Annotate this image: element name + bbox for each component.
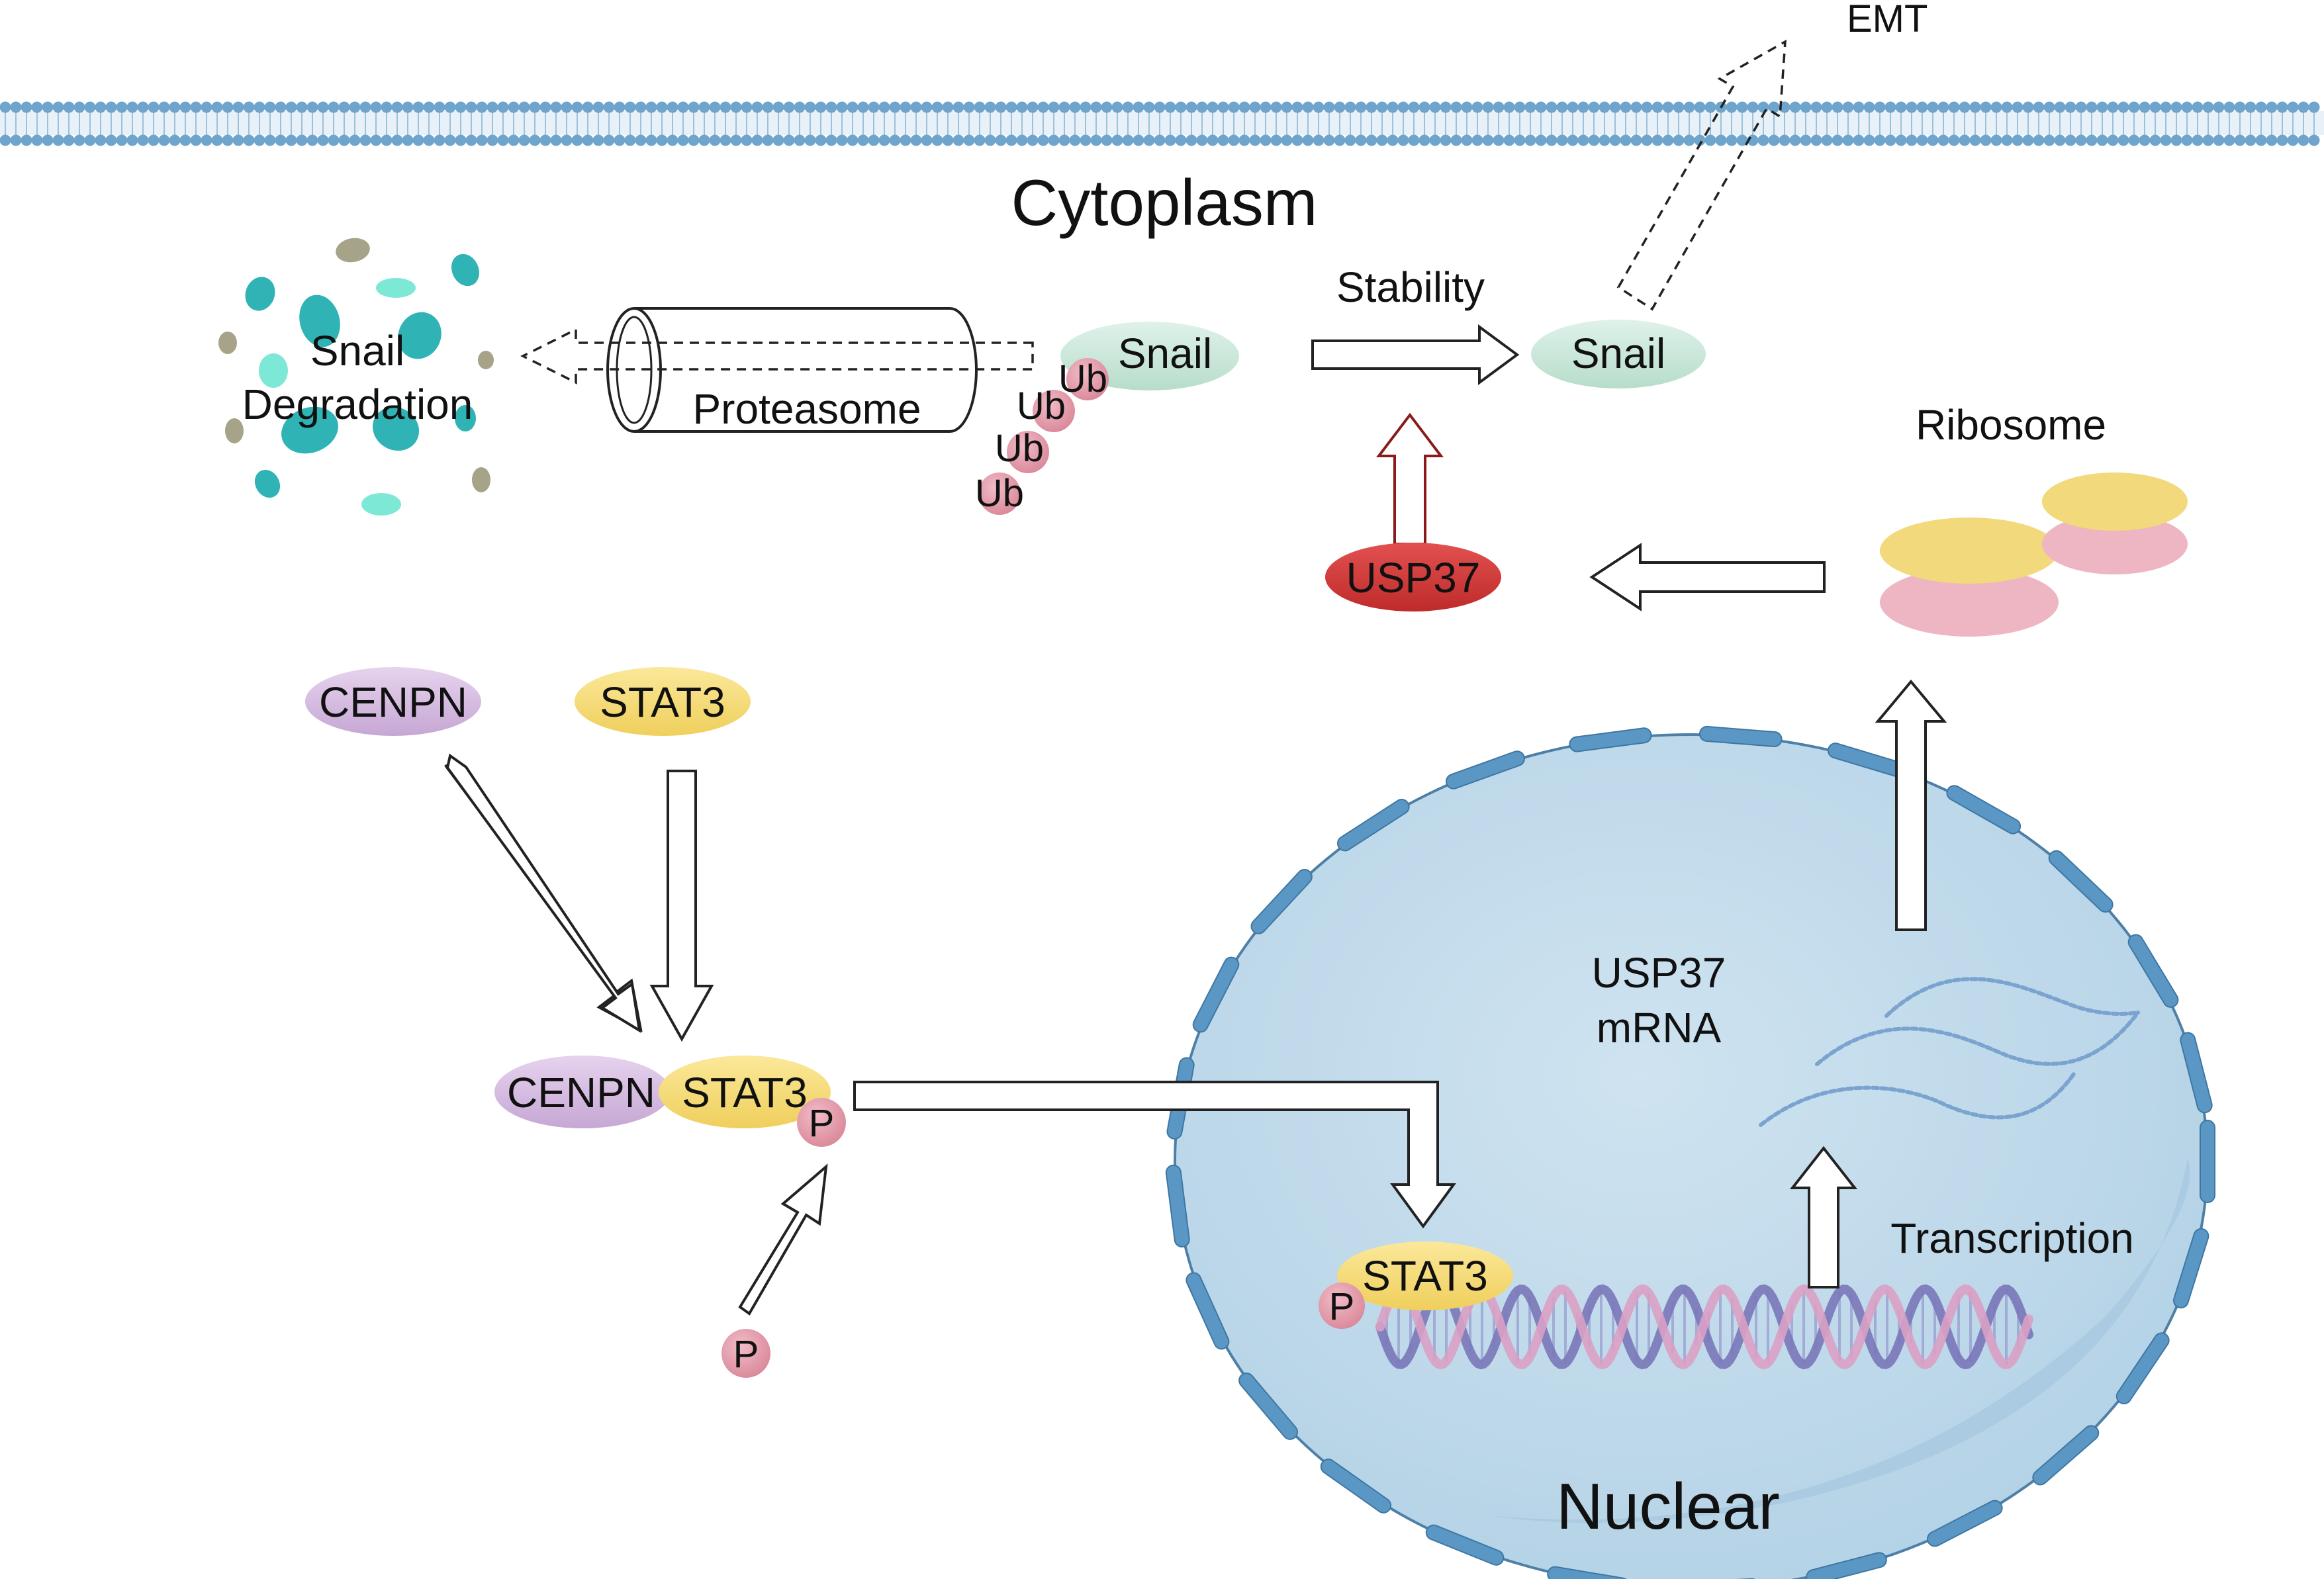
snail-stable-label: Snail [1571,330,1665,377]
phosphorylation-arrow [738,1163,828,1316]
stat3-binding-arrow [649,770,714,1042]
emt-label: EMT [1847,0,1928,40]
cenpn-stat3-complex [494,1056,846,1147]
nucleus [1165,725,2215,1579]
cenpn-protein [305,667,481,736]
cenpn-label: CENPN [319,678,467,726]
nuclear-pores [1165,725,2215,1579]
degradation-arrow [520,328,1034,384]
snail-degradation-label-1: Snail [310,327,404,375]
cenpn-binding-arrow-shaft [445,753,641,1033]
complex-cenpn-label: CENPN [507,1069,655,1116]
usp37-to-snail-arrow [1375,412,1444,545]
usp37-mrna-label-1: USP37 [1592,949,1726,997]
usp37-mrna [1759,977,2140,1127]
transcription-arrow [1789,1146,1858,1288]
ribosome [1880,473,2188,637]
pstat3-on-dna [1319,1241,1513,1329]
ribosome-to-usp37-arrow [1589,543,1826,611]
ubiquitinated-snail [978,322,1239,515]
ribosome-label: Ribosome [1916,401,2106,449]
ub-label-1: Ub [1058,357,1107,400]
ub-label-3: Ub [995,427,1044,470]
free-phosphate [721,1329,770,1378]
ub-label-4: Ub [975,472,1024,515]
usp37-mrna-label-2: mRNA [1597,1004,1722,1052]
degradation-debris [218,238,494,516]
complex-stat3-label: STAT3 [682,1069,808,1116]
stability-label: Stability [1336,263,1485,311]
cytoplasm-label: Cytoplasm [1011,166,1318,239]
proteasome-label: Proteasome [692,385,921,433]
emt-arrow [1616,39,1787,311]
dna-p-label: P [1329,1285,1355,1328]
stability-arrow [1311,324,1520,385]
snail-degradation-label-2: Degradation [242,381,473,428]
snail-stable [1531,320,1706,388]
complex-p-label: P [809,1102,835,1145]
nuclear-translocation-arrow [853,1081,1456,1229]
snail-label: Snail [1118,330,1212,377]
usp37-label: USP37 [1346,554,1481,602]
stat3-protein [575,667,751,736]
ub-label-2: Ub [1017,384,1066,428]
stat3-label: STAT3 [600,678,725,726]
nuclear-label: Nuclear [1556,1470,1780,1543]
cell-membrane [0,101,2324,146]
dna-stat3-label: STAT3 [1362,1252,1488,1300]
mrna-export-arrow [1875,679,1947,931]
usp37-protein [1325,543,1501,611]
transcription-label: Transcription [1890,1214,2134,1262]
free-p-label: P [733,1333,759,1376]
